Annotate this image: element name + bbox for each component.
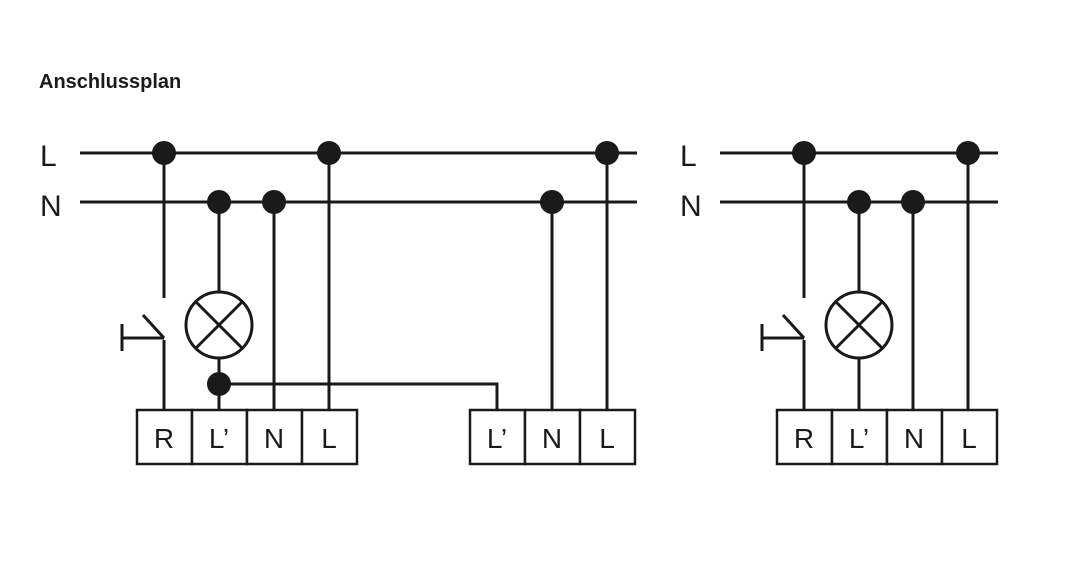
rail-label-l: L <box>40 140 57 173</box>
terminal-label-l: L <box>961 423 977 454</box>
terminal-label-n: N <box>264 423 284 454</box>
junction-dot <box>595 141 619 165</box>
junction-dot <box>207 190 231 214</box>
terminal-label-l-prime: L’ <box>209 423 229 454</box>
terminal-block-b: L’ N L <box>468 408 637 466</box>
junction-dot <box>152 141 176 165</box>
junction-dot <box>540 190 564 214</box>
junction-dot <box>847 190 871 214</box>
page-title: Anschlussplan <box>39 71 182 93</box>
terminal-label-n: N <box>542 423 562 454</box>
lamp-symbol <box>824 290 894 360</box>
rail-label-n: N <box>680 190 702 223</box>
left-diagram: L N <box>40 140 637 466</box>
right-diagram: L N R L’ N <box>680 140 999 466</box>
junction-dot <box>792 141 816 165</box>
terminal-label-l-prime: L’ <box>849 423 869 454</box>
junction-dot <box>956 141 980 165</box>
terminal-label-l: L <box>599 423 615 454</box>
rail-label-n: N <box>40 190 62 223</box>
l-prime-bridge-wire <box>219 382 499 410</box>
rail-label-l: L <box>680 140 697 173</box>
junction-dot <box>262 190 286 214</box>
junction-dot <box>207 372 231 396</box>
junction-dot <box>317 141 341 165</box>
terminal-label-r: R <box>154 423 174 454</box>
push-button-symbol <box>120 313 166 351</box>
push-button-symbol <box>760 313 806 351</box>
terminal-label-l-prime: L’ <box>487 423 507 454</box>
junction-dot <box>901 190 925 214</box>
terminal-block-c: R L’ N L <box>775 408 999 466</box>
lamp-symbol <box>184 290 254 360</box>
terminal-label-n: N <box>904 423 924 454</box>
terminal-label-l: L <box>321 423 337 454</box>
terminal-block-a: R L’ N L <box>135 408 359 466</box>
terminal-label-r: R <box>794 423 814 454</box>
